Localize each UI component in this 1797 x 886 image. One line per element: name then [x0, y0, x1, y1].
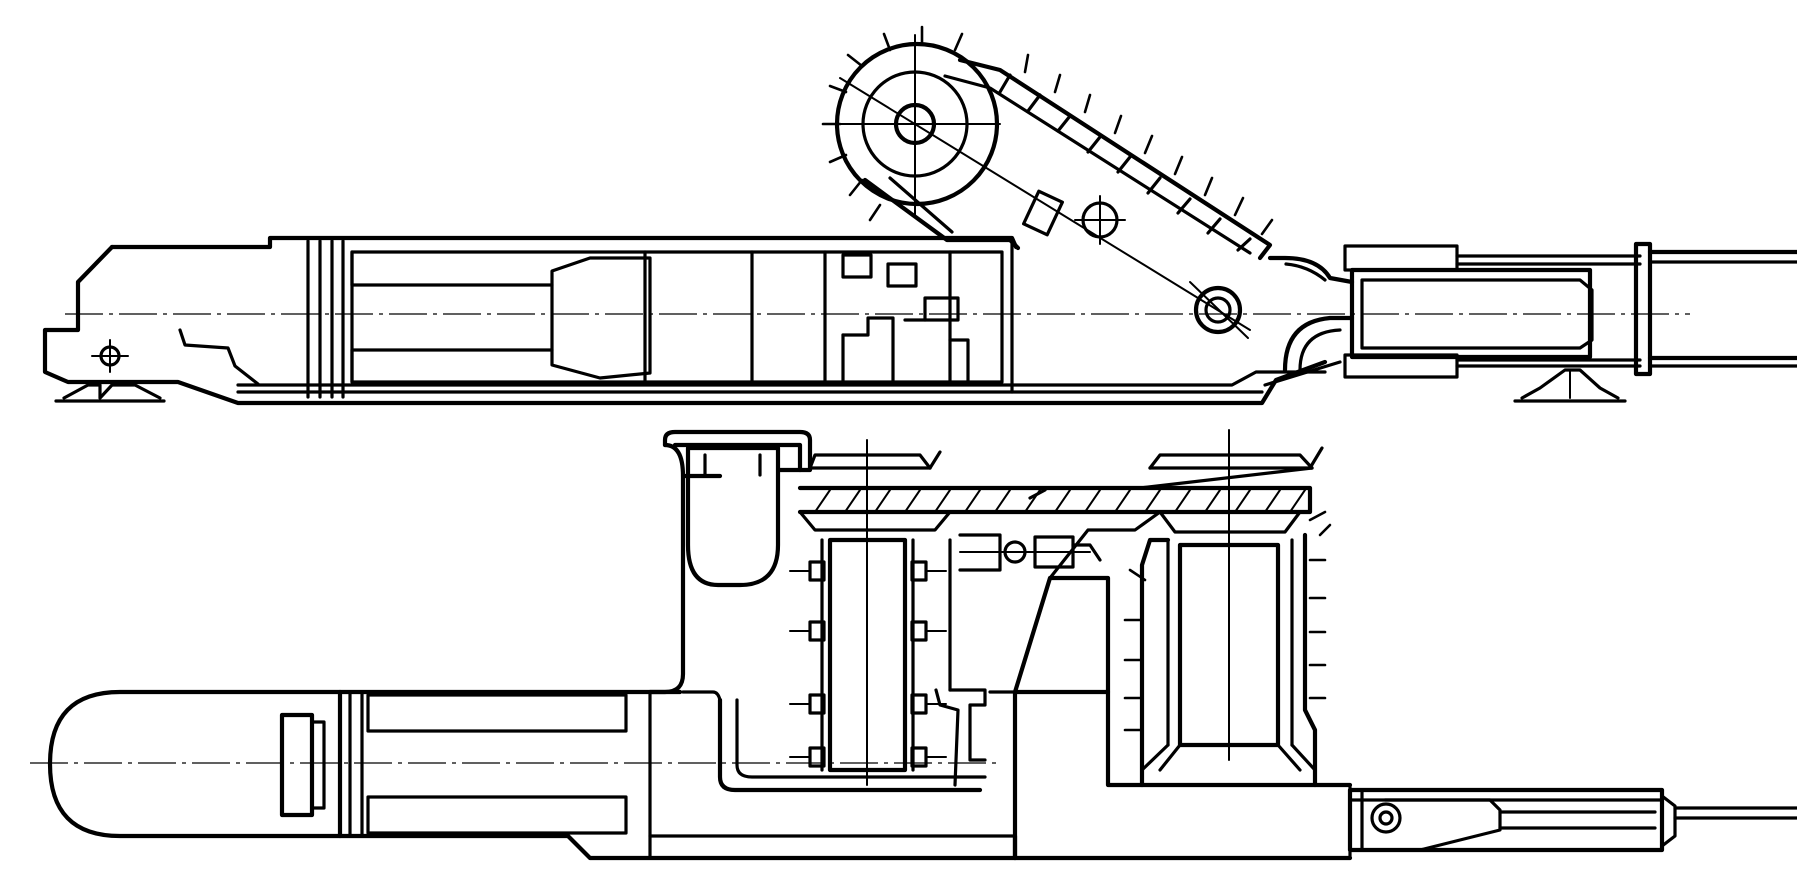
main-housing [565, 442, 1353, 861]
boom-pivot-icon [1189, 281, 1249, 339]
front-pivot-icon [91, 339, 129, 373]
tail-unit [1347, 787, 1797, 853]
cutting-picks [821, 25, 1274, 236]
rear-skid [1513, 368, 1627, 403]
transfer-plate [1012, 510, 1162, 695]
main-body-outline [42, 235, 1328, 406]
front-skid [54, 383, 166, 403]
tail-pivot-icon [1370, 802, 1402, 834]
piston-head [550, 256, 652, 380]
link-block [1022, 189, 1064, 237]
nose-cylinder [47, 689, 683, 839]
chain-links [998, 73, 1252, 252]
right-drum-picks [1123, 510, 1332, 732]
deck-hatching [814, 489, 1306, 513]
right-drum [1123, 429, 1332, 788]
hopper-box [662, 429, 813, 588]
rear-yoke [1263, 255, 1355, 387]
side-elevation-view [42, 25, 1797, 406]
left-drum [789, 439, 987, 787]
body-flange [306, 239, 345, 399]
drive-motor [958, 533, 1102, 572]
upper-pin-icon [1074, 195, 1126, 245]
plan-view [30, 429, 1797, 861]
cutter-boom [821, 25, 1274, 339]
conveyor-deck [797, 446, 1324, 515]
cylinder-flange [1633, 241, 1653, 377]
valve-blocks [841, 253, 970, 384]
inner-cylinder [350, 250, 1004, 384]
feed-cylinder [1343, 241, 1797, 379]
